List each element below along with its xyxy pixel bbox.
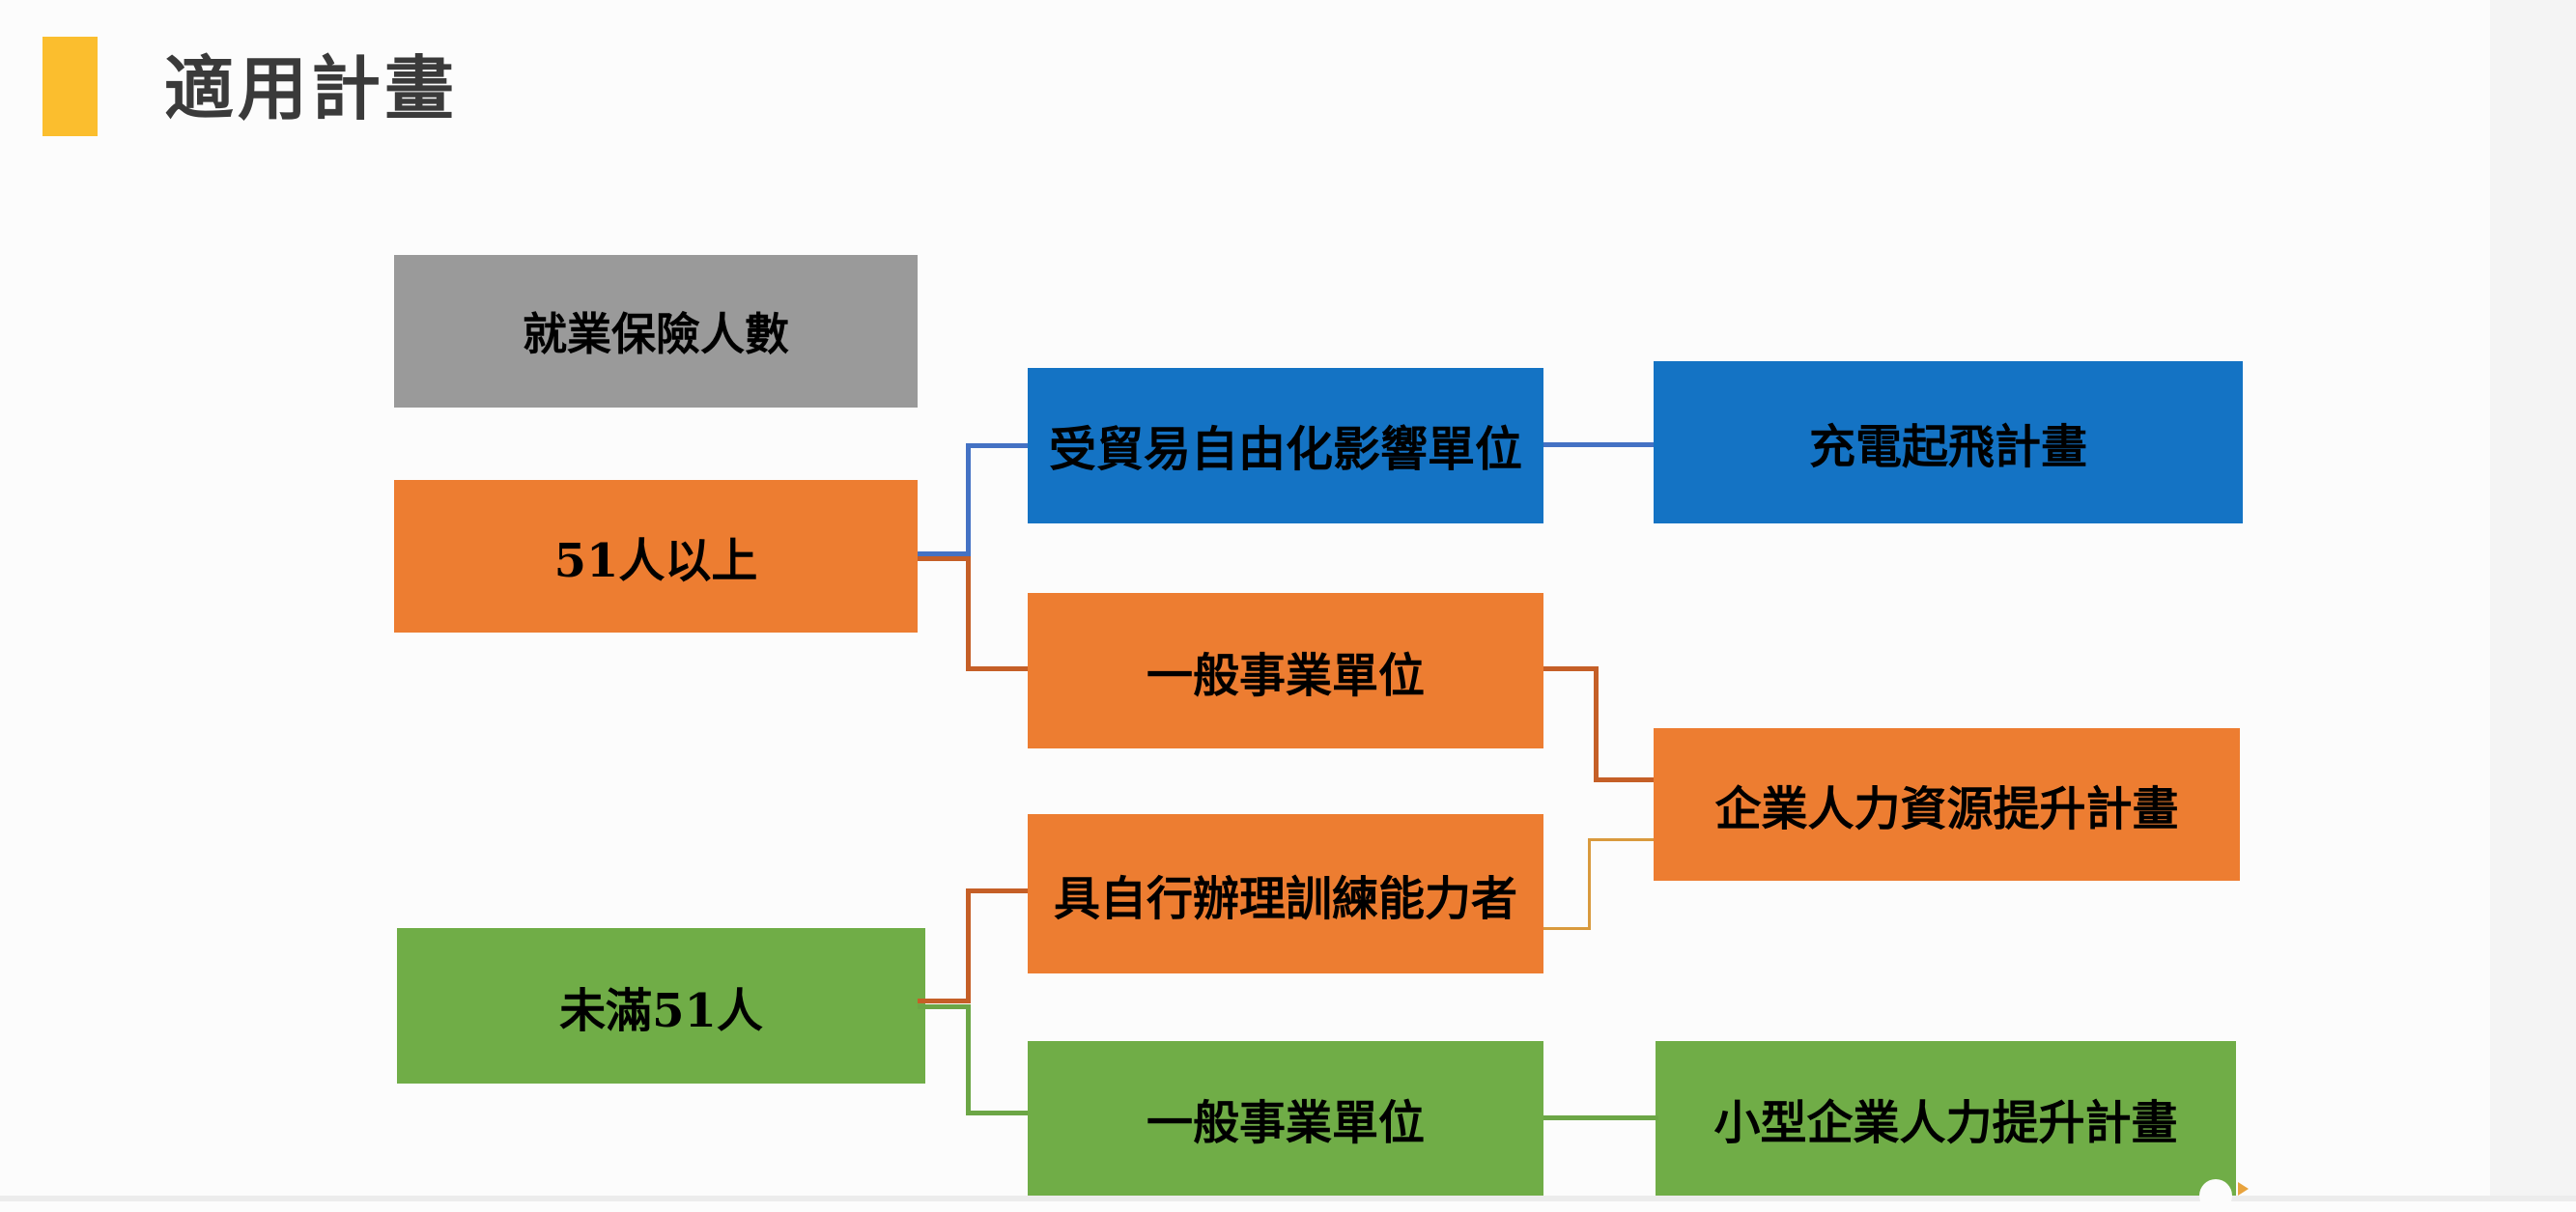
- node-trade-affected-label: 受貿易自由化影響單位: [1048, 421, 1522, 477]
- node-small-enterprise-plan-label: 小型企業人力提升計畫: [1713, 1096, 2178, 1150]
- connector-under51-selftrain-segment: [918, 999, 971, 1003]
- node-general-unit-under51-label: 一般事業單位: [1146, 1096, 1425, 1150]
- connector-under51-general-segment: [966, 1004, 971, 1115]
- connector-selftrain-enterprise-segment: [1588, 838, 1654, 841]
- corner-circle-decoration: [2199, 1179, 2232, 1212]
- connector-general-enterprise-segment: [1594, 666, 1599, 782]
- node-over-51-label: 51人以上: [553, 534, 758, 588]
- background-bottom-band: [0, 1196, 2576, 1201]
- connector-under51-general-segment: [966, 1111, 1028, 1115]
- connector-over51-general-segment: [918, 556, 971, 561]
- connector-general-small-segment: [1543, 1115, 1658, 1120]
- node-charge-takeoff-plan-label: 充電起飛計畫: [1808, 420, 2087, 474]
- connector-over51-trade-segment: [971, 443, 1028, 448]
- title-accent-square: [42, 37, 98, 136]
- node-trade-affected: 受貿易自由化影響單位: [1028, 368, 1543, 523]
- node-charge-takeoff-plan: 充電起飛計畫: [1654, 361, 2243, 523]
- background-right-band: [2490, 0, 2576, 1201]
- node-insured-count: 就業保險人數: [394, 255, 918, 408]
- node-general-unit-under51: 一般事業單位: [1028, 1041, 1543, 1196]
- node-general-unit-over51-label: 一般事業單位: [1146, 648, 1425, 703]
- node-over-51: 51人以上: [394, 480, 918, 633]
- node-general-unit-over51: 一般事業單位: [1028, 593, 1543, 748]
- connector-over51-general-segment: [966, 556, 971, 669]
- node-enterprise-hr-plan-label: 企業人力資源提升計畫: [1714, 782, 2179, 836]
- page-title: 適用計畫: [164, 48, 459, 129]
- connector-trade-charge-segment: [1543, 442, 1654, 447]
- connector-over51-trade-segment: [918, 551, 971, 556]
- node-self-training-capable-label: 具自行辦理訓練能力者: [1053, 871, 1517, 926]
- mini-arrow-icon: [2238, 1182, 2249, 1196]
- node-insured-count-label: 就業保險人數: [523, 308, 789, 360]
- node-small-enterprise-plan: 小型企業人力提升計畫: [1656, 1041, 2236, 1196]
- connector-general-enterprise-segment: [1594, 777, 1654, 782]
- node-self-training-capable: 具自行辦理訓練能力者: [1028, 814, 1543, 973]
- connector-under51-selftrain-segment: [966, 888, 971, 1003]
- connector-selftrain-enterprise-segment: [1588, 838, 1591, 930]
- connector-under51-selftrain-segment: [966, 888, 1028, 893]
- connector-general-enterprise-segment: [1543, 666, 1599, 671]
- connector-under51-general-segment: [918, 1004, 969, 1009]
- node-under-51-label: 未滿51人: [559, 983, 763, 1038]
- connector-over51-general-segment: [966, 666, 1028, 671]
- node-under-51: 未滿51人: [397, 928, 925, 1084]
- connector-over51-trade-segment: [966, 443, 971, 556]
- node-enterprise-hr-plan: 企業人力資源提升計畫: [1654, 728, 2240, 881]
- connector-selftrain-enterprise-segment: [1543, 927, 1590, 930]
